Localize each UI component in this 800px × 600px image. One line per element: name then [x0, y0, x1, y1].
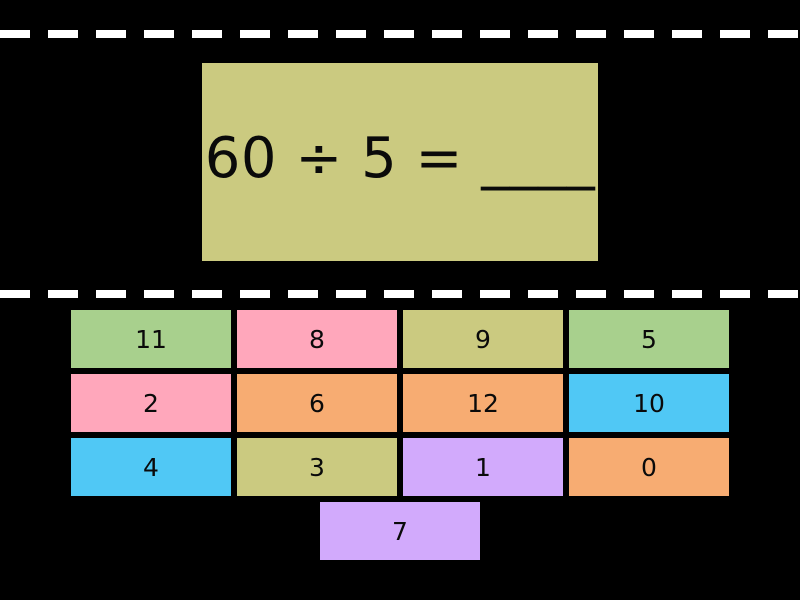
answer-tile-5[interactable]: 5 [569, 310, 729, 368]
answer-row: 11 8 9 5 [0, 310, 800, 368]
dashed-divider-middle [0, 290, 800, 298]
question-card: 60 ÷ 5 = ____ [202, 63, 598, 261]
answer-tile-12[interactable]: 12 [403, 374, 563, 432]
answer-tile-4[interactable]: 4 [71, 438, 231, 496]
answer-tile-9[interactable]: 9 [403, 310, 563, 368]
answer-tile-8[interactable]: 8 [237, 310, 397, 368]
answer-tile-label: 9 [475, 324, 491, 354]
answer-tile-label: 3 [309, 452, 325, 482]
answer-tile-label: 12 [467, 388, 499, 418]
answer-tile-label: 4 [143, 452, 159, 482]
answer-tile-label: 11 [135, 324, 167, 354]
answer-tile-label: 1 [475, 452, 491, 482]
answer-tile-label: 10 [633, 388, 665, 418]
answer-tile-1[interactable]: 1 [403, 438, 563, 496]
answer-tile-6[interactable]: 6 [237, 374, 397, 432]
answer-tile-label: 5 [641, 324, 657, 354]
answer-tile-2[interactable]: 2 [71, 374, 231, 432]
answer-row: 7 [0, 502, 800, 560]
answer-tile-11[interactable]: 11 [71, 310, 231, 368]
answer-tile-7[interactable]: 7 [320, 502, 480, 560]
answer-row: 4 3 1 0 [0, 438, 800, 496]
answer-tile-label: 2 [143, 388, 159, 418]
answer-tile-label: 6 [309, 388, 325, 418]
answer-tile-0[interactable]: 0 [569, 438, 729, 496]
answer-tile-10[interactable]: 10 [569, 374, 729, 432]
question-text: 60 ÷ 5 = ____ [204, 125, 596, 191]
dashed-divider-top [0, 30, 800, 38]
answer-tile-label: 0 [641, 452, 657, 482]
answer-row: 2 6 12 10 [0, 374, 800, 432]
answer-tile-label: 8 [309, 324, 325, 354]
answer-tile-3[interactable]: 3 [237, 438, 397, 496]
answer-tile-label: 7 [392, 516, 408, 546]
